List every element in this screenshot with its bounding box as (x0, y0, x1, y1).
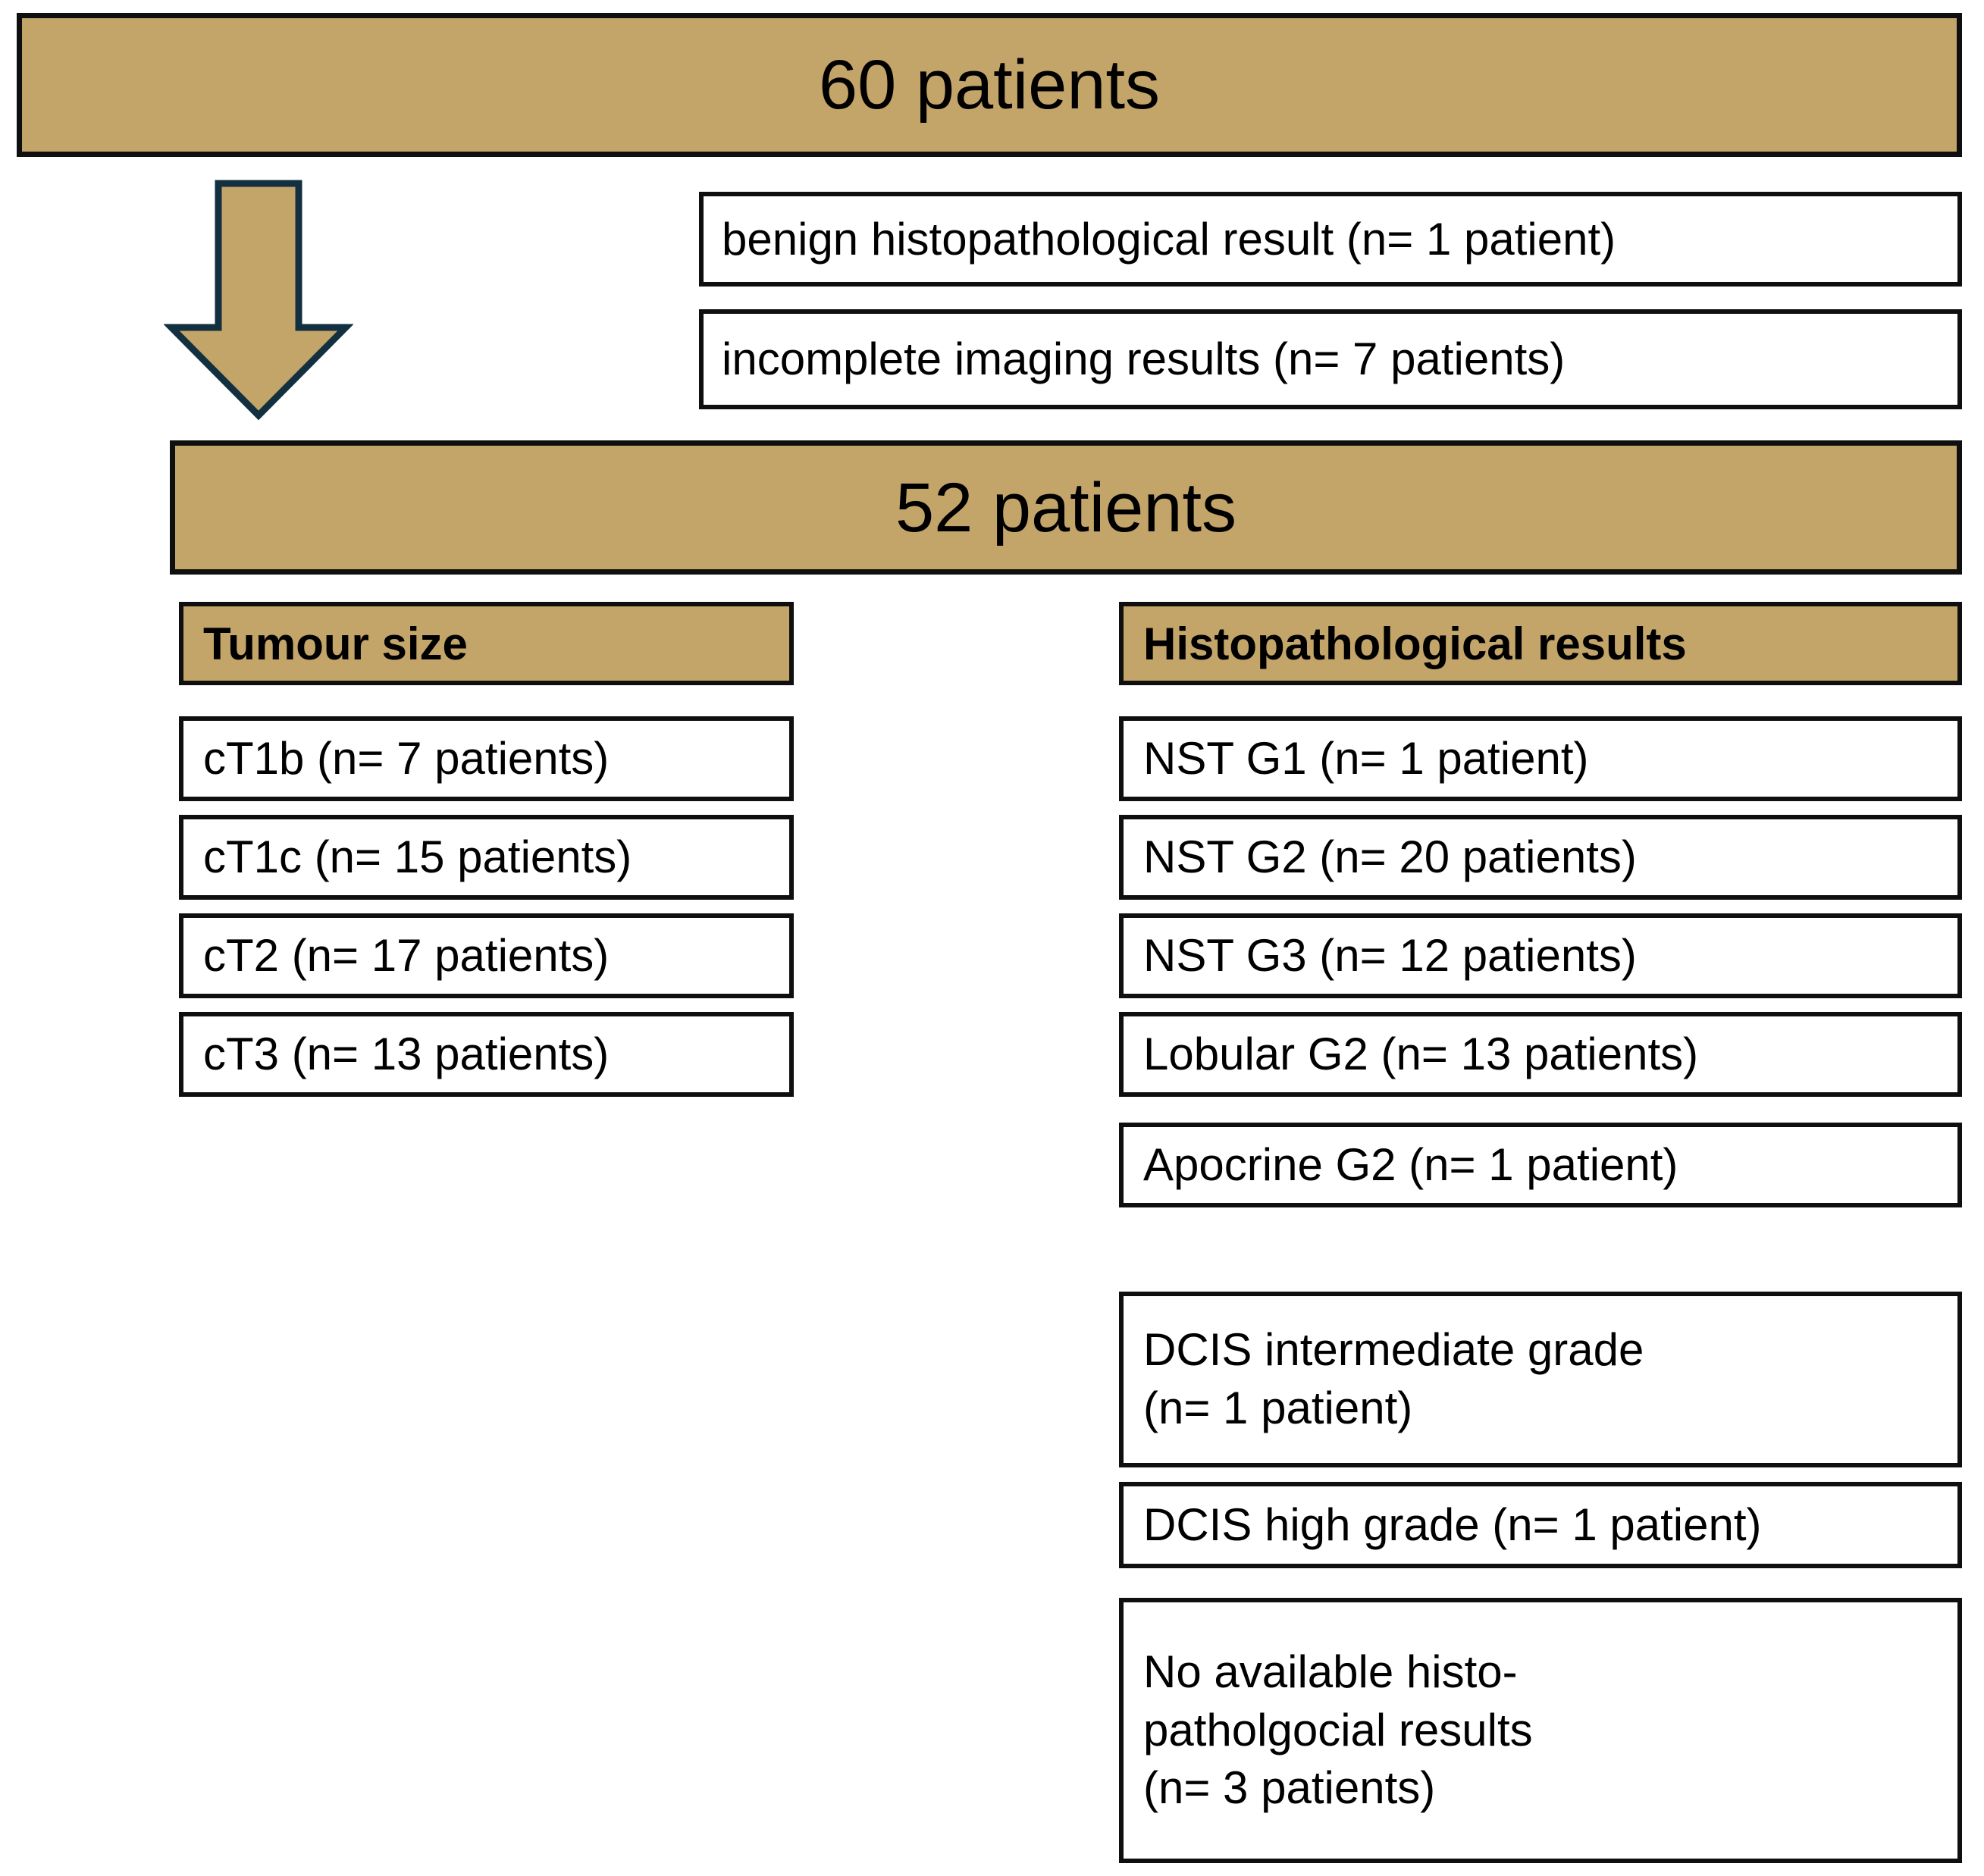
banner-total-patients-label: 60 patients (818, 46, 1161, 124)
histopath-item-no-results: No available histo- patholgocial results… (1119, 1598, 1962, 1863)
exclusion-box-incomplete-imaging-label: incomplete imaging results (n= 7 patient… (722, 334, 1566, 384)
histopath-item-apocrine-g2-label: Apocrine G2 (n= 1 patient) (1143, 1138, 1678, 1190)
tumour-size-item-ct1b-label: cT1b (n= 7 patients) (203, 732, 610, 784)
histopath-item-no-results-label: No available histo- patholgocial results… (1143, 1646, 1533, 1814)
exclusion-box-benign-label: benign histopathological result (n= 1 pa… (722, 213, 1616, 265)
tumour-size-item-ct3: cT3 (n= 13 patients) (179, 1012, 794, 1097)
histopath-item-dcis-intermediate-label: DCIS intermediate grade (n= 1 patient) (1143, 1324, 1644, 1433)
tumour-size-item-ct3-label: cT3 (n= 13 patients) (203, 1028, 610, 1079)
histopath-item-dcis-high-label: DCIS high grade (n= 1 patient) (1143, 1499, 1762, 1550)
banner-included-patients: 52 patients (170, 440, 1962, 575)
tumour-size-item-ct2-label: cT2 (n= 17 patients) (203, 929, 610, 981)
histopath-item-lobular-g2-label: Lobular G2 (n= 13 patients) (1143, 1028, 1699, 1079)
histopath-item-nst-g3-label: NST G3 (n= 12 patients) (1143, 929, 1637, 981)
exclusion-box-benign: benign histopathological result (n= 1 pa… (699, 192, 1962, 287)
banner-included-patients-label: 52 patients (895, 468, 1237, 547)
down-arrow-icon (164, 179, 353, 421)
column-header-tumour-size: Tumour size (179, 602, 794, 685)
histopath-item-nst-g2: NST G2 (n= 20 patients) (1119, 815, 1962, 900)
histopath-item-nst-g1-label: NST G1 (n= 1 patient) (1143, 732, 1589, 784)
histopath-item-nst-g1: NST G1 (n= 1 patient) (1119, 716, 1962, 801)
column-header-tumour-size-label: Tumour size (203, 618, 468, 669)
histopath-item-dcis-intermediate: DCIS intermediate grade (n= 1 patient) (1119, 1292, 1962, 1467)
histopath-item-nst-g3: NST G3 (n= 12 patients) (1119, 913, 1962, 998)
tumour-size-item-ct1c-label: cT1c (n= 15 patients) (203, 831, 632, 882)
column-header-histopathological-results: Histopathological results (1119, 602, 1962, 685)
column-header-histopathological-results-label: Histopathological results (1143, 618, 1687, 669)
banner-total-patients: 60 patients (17, 13, 1962, 157)
tumour-size-item-ct1c: cT1c (n= 15 patients) (179, 815, 794, 900)
histopath-item-nst-g2-label: NST G2 (n= 20 patients) (1143, 831, 1637, 882)
exclusion-box-incomplete-imaging: incomplete imaging results (n= 7 patient… (699, 309, 1962, 409)
histopath-item-apocrine-g2: Apocrine G2 (n= 1 patient) (1119, 1123, 1962, 1207)
tumour-size-item-ct2: cT2 (n= 17 patients) (179, 913, 794, 998)
histopath-item-lobular-g2: Lobular G2 (n= 13 patients) (1119, 1012, 1962, 1097)
tumour-size-item-ct1b: cT1b (n= 7 patients) (179, 716, 794, 801)
histopath-item-dcis-high: DCIS high grade (n= 1 patient) (1119, 1482, 1962, 1568)
